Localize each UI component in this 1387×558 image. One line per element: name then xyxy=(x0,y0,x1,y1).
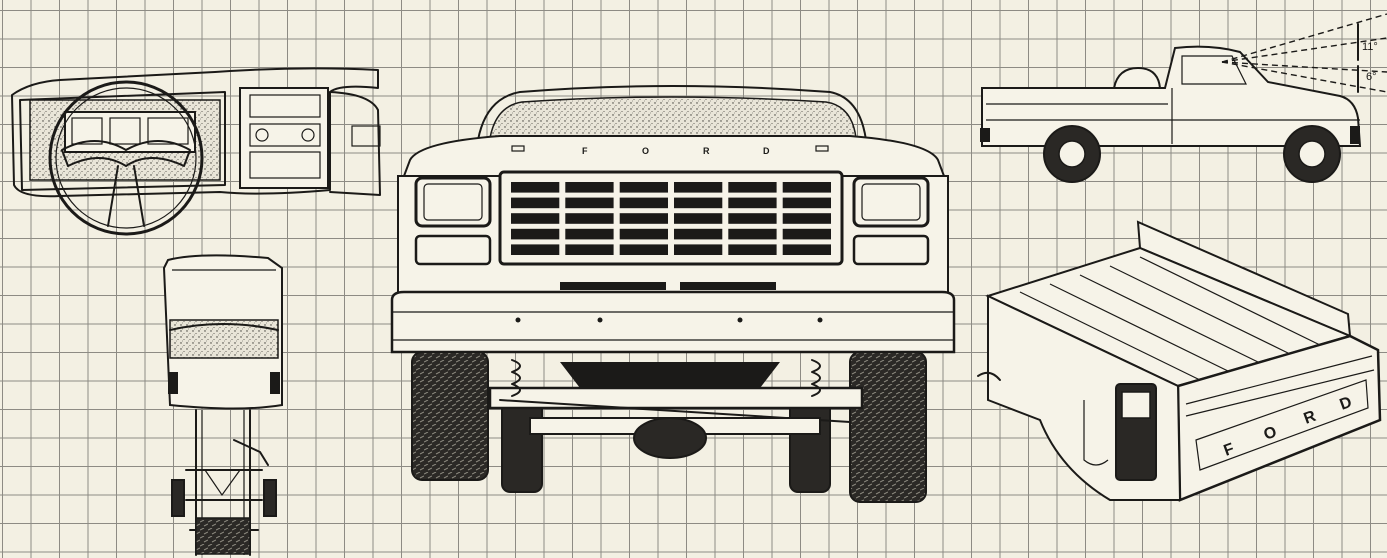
grille-slot xyxy=(782,244,831,255)
grille-slot xyxy=(511,244,560,255)
grille-slot xyxy=(619,228,668,240)
grille-slot xyxy=(728,244,777,255)
dashboard-view xyxy=(11,67,381,236)
grille-slot xyxy=(674,228,723,240)
sight-angle-upper: 11° xyxy=(1362,41,1378,53)
grille-slot xyxy=(674,182,723,193)
grille-slot xyxy=(619,197,668,209)
tailgate-letter-4: D xyxy=(1338,394,1355,414)
grille-slot xyxy=(565,244,614,255)
grille-slot xyxy=(511,213,560,224)
grille-slot xyxy=(782,182,831,193)
hood-letter-2: O xyxy=(642,146,649,156)
grille-slot xyxy=(782,213,831,224)
top-view xyxy=(162,254,283,556)
grille-slot xyxy=(728,213,777,224)
grille-slot xyxy=(674,244,723,255)
sight-angle-lower: 6° xyxy=(1366,71,1377,83)
grille-slot xyxy=(782,197,831,209)
grille-slot xyxy=(728,182,777,193)
grille-slots xyxy=(511,182,831,255)
hood-letter-1: F xyxy=(582,146,588,156)
grille-slot xyxy=(565,182,614,193)
grille-slot xyxy=(619,182,668,193)
grille-slot xyxy=(565,228,614,240)
grille-slot xyxy=(782,228,831,240)
tailgate-letter-2: O xyxy=(1262,424,1280,444)
grille-slot xyxy=(511,197,560,209)
hood-letter-3: R xyxy=(703,146,710,156)
grille-slot xyxy=(674,197,723,209)
grille-slot xyxy=(619,213,668,224)
grille xyxy=(498,170,844,266)
grille-slot xyxy=(619,244,668,255)
front-view: F O R D xyxy=(390,85,956,503)
grille-slot xyxy=(565,197,614,209)
grille-slot xyxy=(728,197,777,209)
hood-letter-4: D xyxy=(763,146,770,156)
grille-slot xyxy=(565,213,614,224)
grille-slot xyxy=(511,182,560,193)
grille-slot xyxy=(511,228,560,240)
grille-slot xyxy=(728,228,777,240)
grille-slot xyxy=(674,213,723,224)
cargo-bed-view: F O R D xyxy=(977,220,1382,502)
side-view: 11° 6° xyxy=(980,13,1387,183)
